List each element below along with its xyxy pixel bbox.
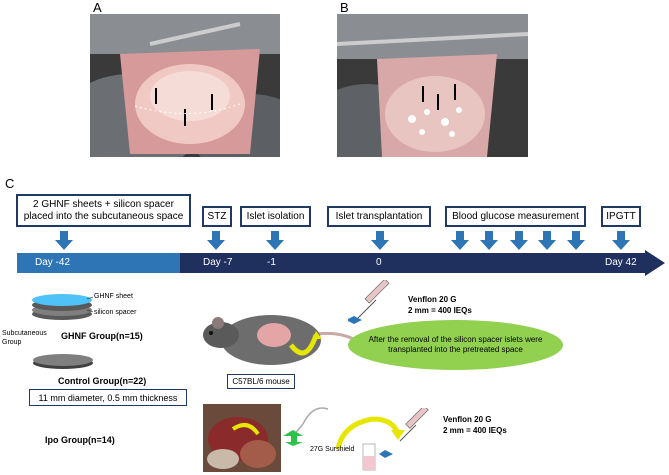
panel-a-label: A xyxy=(93,0,102,15)
sheets-box: 2 GHNF sheets + silicon spacer placed in… xyxy=(16,194,191,227)
syringe-icon xyxy=(399,408,429,442)
control-group-label: Control Group(n=22) xyxy=(58,376,147,386)
blood-glucose-box: Blood glucose measurement xyxy=(445,206,586,227)
ipo-surgery-photo xyxy=(203,404,281,472)
venflon-title: Venflon 20 G xyxy=(408,295,457,304)
stz-box: STZ xyxy=(202,206,232,227)
surshield-illustration xyxy=(283,407,405,471)
islet-transplantation-box: Islet transplantation xyxy=(327,206,431,227)
venflon-ratio: 2 mm = 400 IEQs xyxy=(408,306,472,315)
ipgtt-box: IPGTT xyxy=(601,206,641,227)
syringe-icon xyxy=(348,280,390,324)
down-arrow-icon xyxy=(510,231,528,250)
ipo-group-label: Ipo Group(n=14) xyxy=(45,435,115,445)
event-arrows xyxy=(55,231,630,250)
down-arrow-icon xyxy=(451,231,469,250)
surshield-label: 27G Surshield xyxy=(310,446,355,453)
panel-a-photo xyxy=(90,14,280,157)
mouse-label-box: C57BL/6 mouse xyxy=(227,374,295,389)
venflon-title-2: Venflon 20 G xyxy=(443,415,492,424)
day-0-label: 0 xyxy=(376,257,382,268)
ghnf-sheet-label: GHNF sheet xyxy=(94,293,133,300)
timeline-bar xyxy=(17,250,665,276)
panel-c-label: C xyxy=(5,176,15,191)
day-minus-1-label: -1 xyxy=(267,257,276,268)
down-arrow-icon xyxy=(612,231,630,250)
venflon-ratio-2: 2 mm = 400 IEQs xyxy=(443,426,507,435)
down-arrow-icon xyxy=(371,231,389,250)
sheet-discs-illustration xyxy=(32,294,94,320)
ghnf-group-label: GHNF Group(n=15) xyxy=(61,331,143,341)
down-arrow-icon xyxy=(480,231,498,250)
mouse-illustration xyxy=(203,315,356,365)
panel-b-photo xyxy=(337,14,528,157)
control-disc-illustration xyxy=(33,354,93,369)
day-42-label: Day 42 xyxy=(605,257,637,268)
down-arrow-icon xyxy=(55,231,73,250)
islet-isolation-box: Islet isolation xyxy=(240,206,311,227)
panel-b-label: B xyxy=(340,0,349,15)
subcutaneous-group-label: Subcutaneous Group xyxy=(2,330,47,346)
down-arrow-icon xyxy=(266,231,284,250)
down-arrow-icon xyxy=(207,231,225,250)
down-arrow-icon xyxy=(538,231,556,250)
size-box: 11 mm diameter, 0.5 mm thickness xyxy=(29,389,187,406)
down-arrow-icon xyxy=(567,231,585,250)
day-minus-42-label: Day -42 xyxy=(35,257,71,268)
transplant-note-ellipse: After the removal of the silicon spacer … xyxy=(348,320,563,370)
silicon-spacer-label: silicon spacer xyxy=(94,309,137,316)
day-minus-7-label: Day -7 xyxy=(203,257,233,268)
